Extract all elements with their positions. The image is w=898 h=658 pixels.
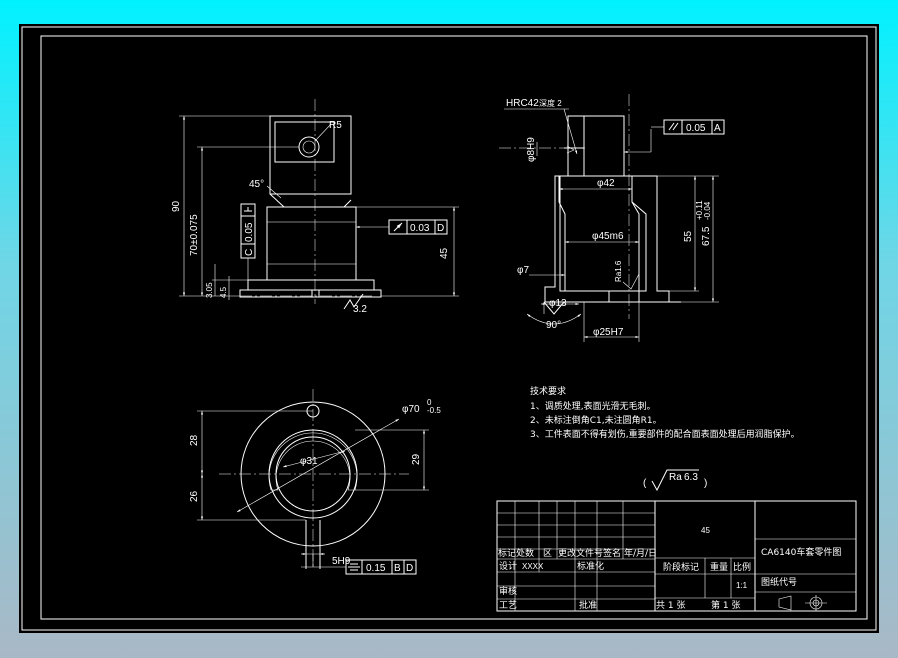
tb-material: 45 [701, 526, 710, 535]
hardness-depth: 深度 2 [539, 98, 562, 108]
tb-stage-label: 阶段标记 [663, 561, 699, 573]
svg-text:): ) [704, 478, 707, 489]
dim-outer-lower: -0.5 [427, 406, 441, 415]
dim-bore: φ45m6 [592, 231, 624, 242]
tech-heading: 技术要求 [530, 385, 566, 397]
front-view: 90 70±0.075 3.05 4.5 45 R5 45° 0.03 D [171, 99, 459, 315]
dim-base-height: 45 [439, 247, 450, 259]
parallel-datum: A [714, 123, 721, 134]
tb-weight-label: 重量 [710, 561, 728, 573]
dim-pin-hole: φ8H9 [526, 137, 537, 162]
tb-rev-h6: 年/月/日 [624, 547, 657, 559]
sym-datum-2: D [406, 563, 413, 574]
dim-step-2: 4.5 [219, 286, 228, 298]
tb-rev-h3: 区 [543, 548, 552, 559]
title-block: 45 CA6140车套零件图 图纸代号 标记 处数 区 更改文件号 签名 年/月… [496, 500, 857, 612]
runout-tolerance: 0.03 [410, 223, 430, 234]
dim-depth-55: 55 [683, 230, 694, 242]
tb-approve-label: 批准 [579, 599, 597, 611]
sym-datum-1: B [394, 563, 401, 574]
tb-rev-h2: 处数 [516, 547, 534, 559]
tb-sheet-no: 第 1 张 [711, 599, 740, 611]
dim-base-bore: φ25H7 [593, 327, 624, 338]
tb-drawing-no-label: 图纸代号 [761, 576, 797, 588]
csk-angle: 90° [546, 320, 561, 331]
runout-frame: 0.03 D [388, 219, 448, 235]
dim-slot: 5H9 [332, 556, 351, 567]
hardness-note: HRC42 [506, 98, 539, 109]
sym-tolerance: 0.15 [366, 563, 386, 574]
parallelism-frame: 0.05 A [651, 119, 725, 135]
tb-review-label: 审核 [499, 585, 517, 597]
perp-tolerance: 0.05 [244, 222, 255, 242]
general-roughness-label: Ra [669, 472, 682, 483]
tb-sheets-total: 共 1 张 [656, 600, 685, 611]
dim-inner-top: φ42 [597, 178, 615, 189]
dim-28: 28 [189, 434, 200, 446]
tb-rev-h5: 签名 [603, 547, 621, 559]
tech-requirements: 技术要求 1、调质处理,表面光滑无毛刺。 2、未标注倒角C1,未注圆角R1。 3… [530, 385, 800, 440]
projection-symbol-icon [778, 595, 827, 611]
tb-design-label: 设计 [499, 560, 517, 572]
runout-datum: D [437, 223, 444, 234]
tech-item-3: 3、工件表面不得有划伤,重要部件的配合面表面处理后用润脂保护。 [530, 428, 800, 440]
parallel-tolerance: 0.05 [686, 123, 706, 134]
dim-radius: R5 [329, 120, 342, 131]
cad-viewport[interactable]: 90 70±0.075 3.05 4.5 45 R5 45° 0.03 D [19, 24, 879, 633]
symmetry-frame: 0.15 B D [345, 559, 417, 575]
dim-outer: φ70 [402, 404, 420, 415]
dim-height-bore: 70±0.075 [189, 214, 200, 256]
dim-chamfer-angle: 45° [249, 179, 264, 190]
dim-csk: φ13 [549, 298, 567, 309]
tb-design-value: XXXX [522, 562, 544, 571]
dim-small-hole: φ7 [517, 265, 529, 276]
dim-height-total: 90 [171, 200, 182, 212]
drawing-canvas: 90 70±0.075 3.05 4.5 45 R5 45° 0.03 D [21, 26, 877, 631]
dim-depth-675-lower: -0.04 [703, 201, 712, 220]
general-roughness-value: 6.3 [684, 472, 698, 483]
tb-rev-h1: 标记 [498, 547, 516, 559]
section-view: HRC42 深度 2 φ8H9 0.05 A φ42 φ45m6 [499, 94, 725, 342]
dim-step-1: 3.05 [205, 282, 214, 298]
tech-item-1: 1、调质处理,表面光滑无毛刺。 [530, 400, 656, 412]
dim-depth-675: 67.5 [701, 226, 712, 246]
dim-29: 29 [411, 453, 422, 465]
tb-part-name: CA6140车套零件图 [761, 546, 841, 558]
dim-outer-upper: 0 [427, 398, 432, 407]
general-roughness: ( Ra 6.3 ) [643, 469, 707, 492]
tb-standard-label: 标准化 [577, 560, 604, 572]
top-view: φ70 0 -0.5 φ31 28 26 29 5H9 0.15 [189, 389, 441, 575]
dim-inner: φ31 [300, 456, 318, 467]
roughness-inner: Ra1.6 [614, 260, 623, 282]
dim-depth-675-upper: +0.11 [695, 200, 704, 220]
tb-scale-value: 1:1 [736, 581, 748, 590]
perpendicularity-frame: 0.05 C [240, 203, 256, 288]
tb-rev-h4: 更改文件号 [558, 547, 603, 559]
tech-item-2: 2、未标注倒角C1,未注圆角R1。 [530, 414, 662, 426]
drawing-frame [21, 26, 877, 631]
tb-scale-label: 比例 [733, 561, 751, 573]
dim-26: 26 [189, 490, 200, 502]
perp-datum: C [244, 249, 255, 256]
tb-process-label: 工艺 [499, 600, 517, 611]
surface-roughness: 3.2 [353, 304, 367, 315]
svg-text:(: ( [643, 478, 647, 489]
